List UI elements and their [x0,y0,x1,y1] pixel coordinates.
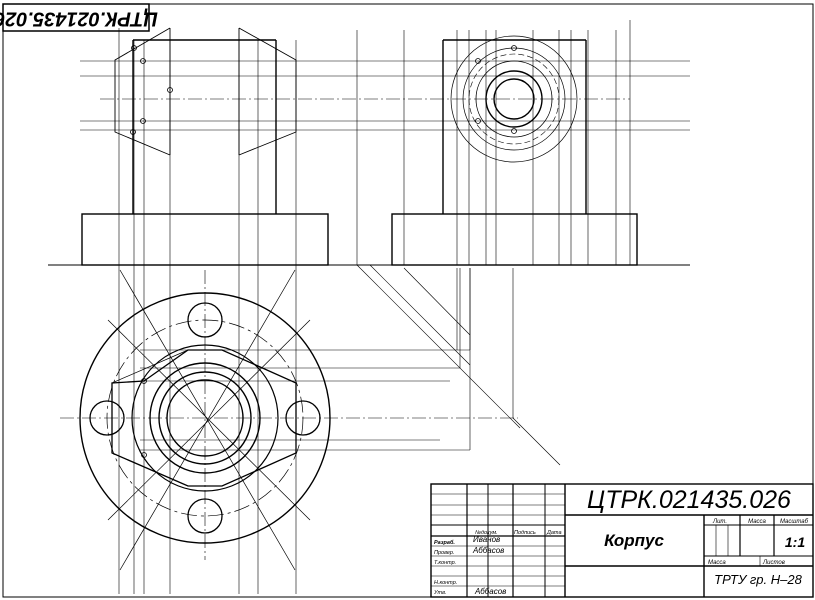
title-block-text: ЦТРК.021435.026 Корпус Лит. Масса Масшта… [433,486,809,596]
organization: ТРТУ гр. Н–28 [714,572,802,587]
sheet-frame [2,3,814,598]
front-view [81,27,329,266]
header-scale: Масштаб [780,519,809,525]
inverted-stamp-code: ЦТРК.021435.026 [0,8,158,30]
designation: ЦТРК.021435.026 [587,486,791,514]
role-tech-control: Т.контр. [434,560,456,566]
header-mass: Масса [748,519,766,525]
name-developer: Иванов [473,535,500,544]
name-checker: Аббасов [472,546,504,555]
name-approved: Аббасов [474,587,506,596]
plan-view [79,269,331,571]
sheet-label: Масса [708,560,726,566]
role-checker: Провер. [434,550,455,556]
inverted-stamp: ЦТРК.021435.026 [0,3,158,32]
scale-value: 1:1 [785,534,805,550]
role-norm-control: Н.контр. [434,580,457,586]
col-date: Дата [546,530,562,536]
part-name: Корпус [604,531,664,550]
role-approved: Утв. [433,590,447,596]
role-developer: Разраб. [434,539,455,546]
col-signature: Подпись [514,530,536,536]
side-view [391,35,638,266]
col-doc-no: №докум. [475,530,498,536]
sheets-label: Листов [762,560,785,566]
title-block [430,483,814,598]
header-lit: Лит. [712,519,727,525]
